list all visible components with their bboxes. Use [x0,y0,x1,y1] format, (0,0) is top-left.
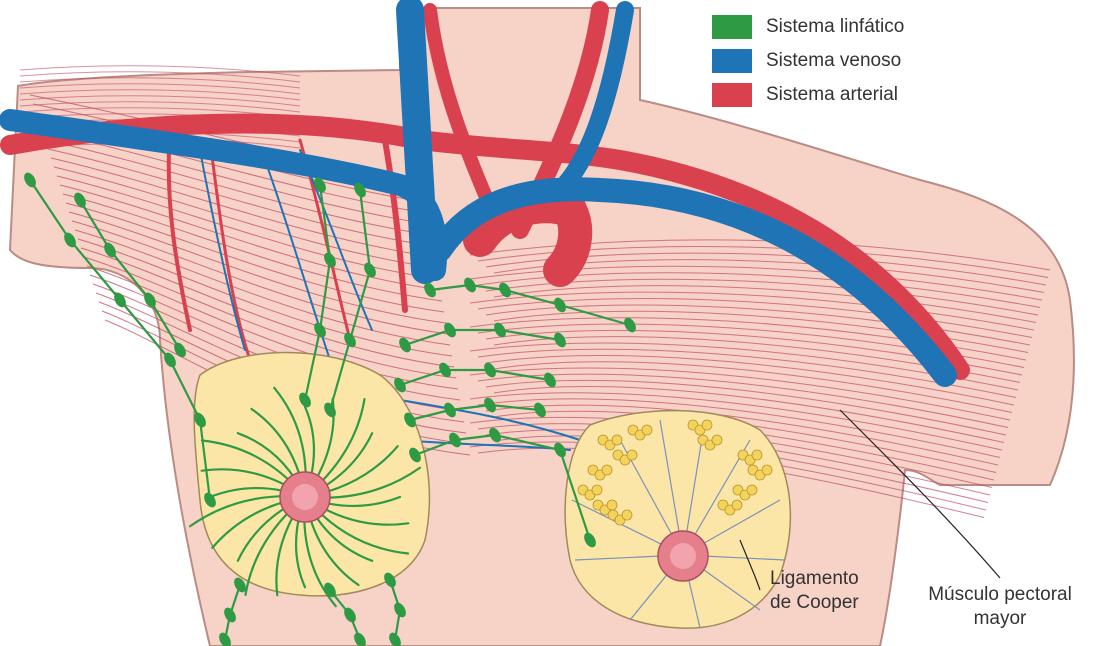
lobule [622,510,632,520]
callout-cooper-ligament: Ligamento de Cooper [770,567,859,615]
lobule [747,485,757,495]
callout-muscle-line2: mayor [905,607,1095,631]
lobule [732,500,742,510]
legend-item-lymphatic: Sistema linfático [712,10,904,44]
lobule [712,435,722,445]
lobule [762,465,772,475]
lobule [642,425,652,435]
lobule [602,465,612,475]
callout-cooper-line1: Ligamento [770,567,859,591]
legend-label-arterial: Sistema arterial [766,84,898,106]
legend-item-venous: Sistema venoso [712,44,904,78]
callout-pectoral-muscle: Músculo pectoral mayor [905,583,1095,631]
nipple-right [280,472,330,522]
legend-swatch-arterial [712,83,752,107]
lobule [752,450,762,460]
legend-swatch-venous [712,49,752,73]
legend-swatch-lymphatic [712,15,752,39]
nipple-left [658,531,708,581]
callout-muscle-line1: Músculo pectoral [905,583,1095,607]
legend-label-lymphatic: Sistema linfático [766,16,904,38]
lobule [627,450,637,460]
legend: Sistema linfático Sistema venoso Sistema… [712,10,904,112]
lobule [607,500,617,510]
lobule [612,435,622,445]
lobule [702,420,712,430]
legend-item-arterial: Sistema arterial [712,78,904,112]
legend-label-venous: Sistema venoso [766,50,901,72]
callout-cooper-line2: de Cooper [770,591,859,615]
lobule [592,485,602,495]
breast-left [565,411,790,629]
